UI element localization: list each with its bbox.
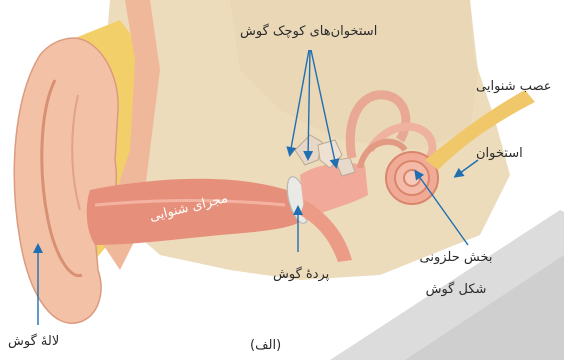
label-cochlea-line1: بخش حلزونی bbox=[416, 250, 496, 266]
label-bone: استخوان bbox=[476, 146, 523, 162]
label-cochlea-line2: شکل گوش bbox=[416, 282, 496, 298]
label-ossicles: استخوان‌های کوچک گوش bbox=[240, 24, 377, 40]
pinna-shape bbox=[14, 38, 118, 323]
cochlea-inner bbox=[404, 170, 420, 186]
label-eardrum: پردهٔ گوش bbox=[273, 267, 329, 283]
label-auditory-nerve: عصب شنوایی bbox=[476, 79, 552, 95]
panel-label: (الف) bbox=[250, 338, 281, 354]
label-pinna: لالهٔ گوش bbox=[8, 334, 59, 350]
